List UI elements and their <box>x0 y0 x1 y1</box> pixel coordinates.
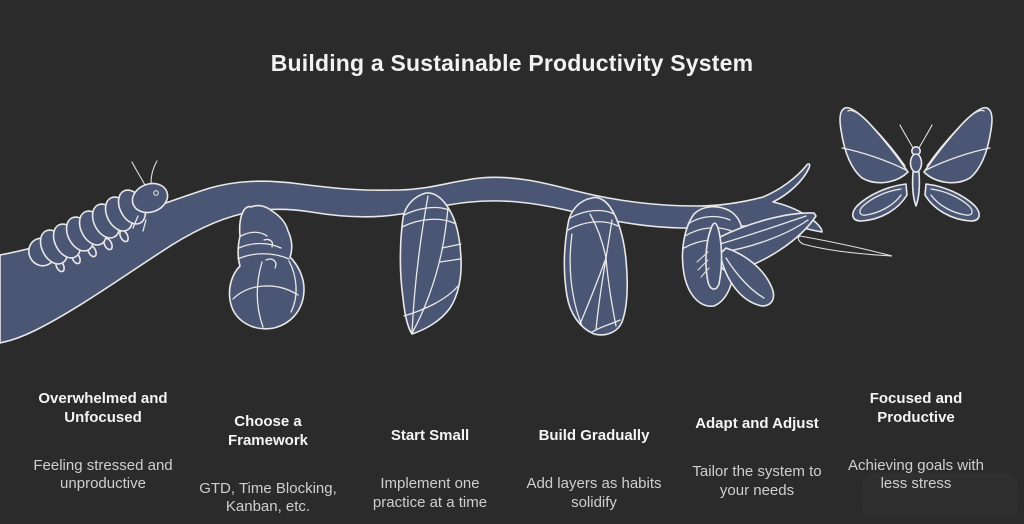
stage-description: Achieving goals with less stress <box>848 456 984 493</box>
caterpillar-icon <box>27 160 169 273</box>
stage-title: Overwhelmed and Unfocused <box>38 390 168 426</box>
stage-focused-productive: Focused and Productive Achieving goals w… <box>831 372 1001 512</box>
chrysalis-icon-2 <box>563 196 628 336</box>
stage-title: Focused and Productive <box>869 390 963 426</box>
stage-description: Implement one practice at a time <box>372 474 488 511</box>
stage-description: Feeling stressed and unproductive <box>33 456 173 493</box>
stage-title: Build Gradually <box>538 427 650 444</box>
stage-title: Adapt and Adjust <box>695 415 819 432</box>
butterfly-icon <box>839 106 993 222</box>
stage-build-gradually: Build Gradually Add layers as habits sol… <box>509 409 679 524</box>
emerging-butterfly-icon <box>681 205 817 307</box>
watermark-residue <box>862 473 1018 517</box>
page-title: Building a Sustainable Productivity Syst… <box>270 50 754 76</box>
stage-title: Choose a Framework <box>227 413 309 449</box>
curled-chrysalis-icon <box>228 204 305 330</box>
stage-choose-framework: Choose a Framework GTD, Time Blocking, K… <box>183 395 353 524</box>
stage-description: Add layers as habits solidify <box>526 474 662 511</box>
stage-overwhelmed: Overwhelmed and Unfocused Feeling stress… <box>18 372 188 512</box>
stage-description: Tailor the system to your needs <box>692 462 822 499</box>
stage-title: Start Small <box>390 427 470 444</box>
stage-start-small: Start Small Implement one practice at a … <box>345 409 515 524</box>
chrysalis-icon <box>399 192 462 335</box>
stage-description: GTD, Time Blocking, Kanban, etc. <box>199 479 337 516</box>
twig-icon <box>797 235 893 257</box>
stage-adapt-adjust: Adapt and Adjust Tailor the system to yo… <box>672 397 842 518</box>
